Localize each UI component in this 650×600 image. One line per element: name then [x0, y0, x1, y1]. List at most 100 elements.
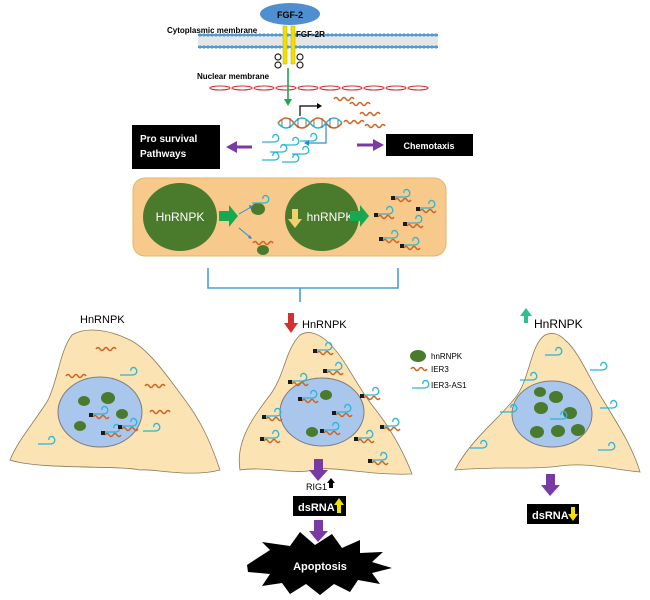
lipid-head	[278, 33, 282, 37]
lipid-head	[390, 45, 394, 49]
lipid-head	[358, 33, 362, 37]
lipid-head	[330, 33, 334, 37]
cell-middle	[238, 332, 413, 475]
lipid-head	[350, 45, 354, 49]
chemotaxis-box: Chemotaxis	[386, 134, 473, 156]
lipid-head	[398, 33, 402, 37]
dsrna-right-box: dsRNA	[527, 504, 579, 524]
pro-survival-label-line1: Pro survival	[140, 134, 197, 145]
legend-hnrnpk-icon	[410, 350, 426, 362]
lipid-head	[210, 33, 214, 37]
lipid-head	[370, 45, 374, 49]
panel-hnrnpk-label: HnRNPK	[156, 210, 205, 224]
lipid-head	[262, 45, 266, 49]
lipid-head	[258, 45, 262, 49]
lipid-head	[230, 33, 234, 37]
lipid-head	[262, 33, 266, 37]
lipid-head	[426, 33, 430, 37]
lipid-head	[306, 33, 310, 37]
lipid-head	[422, 33, 426, 37]
lipid-head	[338, 33, 342, 37]
lipid-head	[214, 45, 218, 49]
nuclear-membrane-segment	[341, 85, 363, 91]
lipid-head	[370, 33, 374, 37]
lipid-head	[430, 33, 434, 37]
lipid-head	[350, 33, 354, 37]
lipid-head	[418, 33, 422, 37]
lipid-head	[242, 45, 246, 49]
fgf2r-label: FGF-2R	[296, 30, 325, 39]
lipid-head	[298, 45, 302, 49]
lipid-head	[302, 33, 306, 37]
lipid-head	[386, 33, 390, 37]
lipid-head	[386, 45, 390, 49]
lipid-head	[374, 45, 378, 49]
lipid-head	[394, 33, 398, 37]
dsrna-middle-box: dsRNA	[293, 496, 346, 516]
lipid-head	[246, 45, 250, 49]
lipid-head	[398, 45, 402, 49]
lipid-head	[226, 45, 230, 49]
lipid-head	[198, 45, 202, 49]
lipid-head	[330, 45, 334, 49]
fgf2-label: FGF-2	[277, 10, 303, 20]
lipid-head	[310, 45, 314, 49]
nuclear-membrane-segment	[407, 85, 429, 91]
lipid-head	[234, 45, 238, 49]
blue-return-arrow	[304, 124, 327, 146]
lipid-head	[406, 33, 410, 37]
lipid-head	[366, 33, 370, 37]
lipid-head	[222, 33, 226, 37]
nuclear-membrane-segment	[319, 85, 341, 91]
fgf2-receptor	[274, 25, 304, 69]
lipid-head	[278, 45, 282, 49]
right-down-arrow	[541, 474, 560, 496]
lipid-head	[310, 33, 314, 37]
pro-survival-label-line2: Pathways	[140, 149, 187, 160]
cell-left-title: HnRNPK	[80, 314, 125, 326]
lipid-head	[402, 33, 406, 37]
lipid-head	[378, 45, 382, 49]
lipid-head	[274, 33, 278, 37]
middle-down-arrow-2	[309, 520, 328, 542]
lipid-head	[410, 45, 414, 49]
lipid-head	[394, 45, 398, 49]
cell-middle-title: HnRNPK	[302, 319, 347, 331]
lipid-head	[430, 45, 434, 49]
nuclear-membrane-label: Nuclear membrane	[197, 72, 270, 81]
lipid-head	[266, 45, 270, 49]
lipid-head	[418, 45, 422, 49]
chemotaxis-label: Chemotaxis	[403, 141, 454, 151]
lipid-head	[382, 45, 386, 49]
lncrna-transcripts	[261, 132, 318, 163]
lipid-head	[302, 45, 306, 49]
lipid-head	[222, 45, 226, 49]
lipid-head	[206, 45, 210, 49]
lipid-head	[314, 45, 318, 49]
lipid-head	[426, 45, 430, 49]
lipid-head	[238, 33, 242, 37]
middle-down-arrow-1	[309, 459, 328, 481]
cell-left	[9, 329, 221, 474]
cell-middle-title-group: HnRNPK	[284, 313, 347, 333]
lipid-head	[250, 45, 254, 49]
cell-right	[454, 333, 641, 473]
legend-ier3-as1-label: IER3-AS1	[431, 381, 467, 390]
lipid-head	[334, 45, 338, 49]
lipid-head	[266, 33, 270, 37]
legend-ier3-label: IER3	[431, 365, 449, 374]
legend-lncrna-icon	[412, 379, 430, 389]
lipid-head	[366, 45, 370, 49]
lipid-head	[274, 45, 278, 49]
dsrna-middle-label: dsRNA	[298, 502, 335, 514]
lipid-head	[402, 45, 406, 49]
apoptosis-burst: Apoptosis	[247, 532, 392, 595]
lipid-head	[346, 45, 350, 49]
lipid-head	[238, 45, 242, 49]
lipid-head	[342, 33, 346, 37]
lipid-head	[258, 33, 262, 37]
lipid-head	[358, 45, 362, 49]
lipid-head	[202, 33, 206, 37]
lipid-head	[354, 33, 358, 37]
lipid-head	[246, 33, 250, 37]
